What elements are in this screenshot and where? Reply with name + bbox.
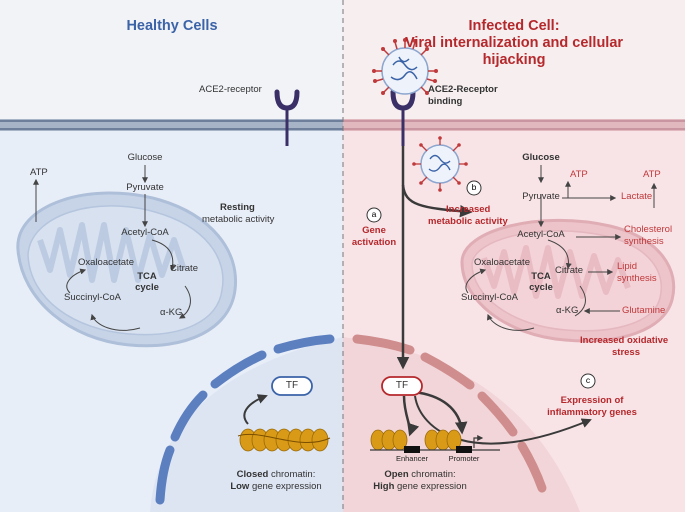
step-a-circle bbox=[366, 207, 382, 223]
healthy-atp: ATP bbox=[30, 167, 48, 178]
virus-particle-inside bbox=[412, 136, 468, 192]
dna-strand bbox=[370, 435, 500, 451]
infected-atp-2: ATP bbox=[643, 169, 661, 180]
resting-line1: Resting bbox=[220, 202, 255, 213]
healthy-succinyl-coa: Succinyl-CoA bbox=[64, 292, 122, 303]
healthy-glucose: Glucose bbox=[127, 152, 163, 163]
healthy-oxaloacetate: Oxaloacetate bbox=[78, 257, 134, 268]
healthy-title: Healthy Cells bbox=[126, 18, 218, 34]
infected-chromatin-line1: Open chromatin: bbox=[384, 469, 456, 480]
ace2-receptor-infected bbox=[390, 89, 416, 146]
healthy-akg: α-KG bbox=[160, 307, 183, 318]
infected-title-line1: Infected Cell: bbox=[468, 18, 560, 34]
infected-title-line2: Viral internalization and cellular bbox=[404, 35, 624, 51]
step-b-circle bbox=[466, 180, 482, 196]
infected-glutamine: Glutamine bbox=[622, 305, 666, 316]
healthy-pathway-arrows bbox=[33, 165, 191, 331]
infected-chromatin-line2: High gene expression bbox=[373, 481, 467, 492]
oxidative-stress-line2: stress bbox=[612, 347, 640, 358]
healthy-chromatin-line1: Closed chromatin: bbox=[236, 469, 316, 480]
healthy-tca-line1: TCA bbox=[137, 271, 157, 282]
healthy-tf-label: TF bbox=[285, 380, 299, 391]
expression-line1: Expression of bbox=[560, 395, 624, 406]
gene-activation-line2: activation bbox=[351, 237, 397, 248]
infected-citrate: Citrate bbox=[555, 265, 583, 276]
infected-glucose: Glucose bbox=[522, 152, 560, 163]
infected-tf-label: TF bbox=[395, 380, 409, 391]
infected-akg: α-KG bbox=[556, 305, 579, 316]
infected-tca-line2: cycle bbox=[529, 282, 553, 293]
mitochondrion-infected bbox=[460, 218, 676, 343]
infected-tca-line1: TCA bbox=[531, 271, 551, 282]
infected-pathway-arrows bbox=[465, 165, 657, 331]
binding-label-line2: binding bbox=[428, 96, 463, 107]
infected-pyruvate: Pyruvate bbox=[522, 191, 560, 202]
healthy-citrate: Citrate bbox=[170, 263, 198, 274]
lipid-line1: Lipid bbox=[617, 261, 638, 272]
tf-node-healthy bbox=[271, 376, 313, 396]
mitochondrion-healthy bbox=[16, 191, 238, 348]
infected-title-line3: hijacking bbox=[482, 52, 546, 68]
healthy-pyruvate: Pyruvate bbox=[126, 182, 164, 193]
membrane-healthy bbox=[0, 119, 343, 131]
increased-metabolic-line1: Increased bbox=[446, 204, 491, 215]
chromatin-closed bbox=[237, 428, 331, 452]
resting-line2: metabolic activity bbox=[202, 214, 275, 225]
gene-activation-line1: Gene bbox=[362, 225, 386, 236]
infected-lactate: Lactate bbox=[621, 191, 653, 202]
virus-particle-outside bbox=[372, 38, 438, 95]
step-a-label: a bbox=[371, 209, 377, 219]
signaling-arrows bbox=[243, 146, 592, 445]
enhancer-label: Enhancer bbox=[395, 454, 429, 463]
expression-line2: inflammatory genes bbox=[547, 407, 637, 418]
promoter-block bbox=[456, 446, 472, 453]
oxidative-stress-line1: Increased oxidative bbox=[580, 335, 669, 346]
healthy-tca-line2: cycle bbox=[135, 282, 159, 293]
infected-acetyl-coa: Acetyl-CoA bbox=[517, 229, 565, 240]
step-c-circle bbox=[580, 373, 596, 389]
binding-label-line1: ACE2-Receptor bbox=[428, 84, 498, 95]
promoter-label: Promoter bbox=[448, 454, 480, 463]
infected-succinyl-coa: Succinyl-CoA bbox=[461, 292, 519, 303]
infected-oxaloacetate: Oxaloacetate bbox=[474, 257, 530, 268]
cholesterol-line1: Cholesterol bbox=[624, 224, 673, 235]
healthy-acetyl-coa: Acetyl-CoA bbox=[121, 227, 169, 238]
tf-node-infected bbox=[381, 376, 423, 396]
step-b-label: b bbox=[471, 182, 477, 192]
lipid-line2: synthesis bbox=[617, 273, 657, 284]
ace2-receptor-label: ACE2-receptor bbox=[199, 84, 262, 95]
cholesterol-line2: synthesis bbox=[624, 236, 664, 247]
increased-metabolic-line2: metabolic activity bbox=[428, 216, 508, 227]
healthy-chromatin-line2: Low gene expression bbox=[230, 481, 322, 492]
ace2-receptor-healthy bbox=[274, 89, 300, 146]
enhancer-block bbox=[404, 446, 420, 453]
infected-atp-1: ATP bbox=[570, 169, 588, 180]
membrane-infected bbox=[343, 119, 685, 131]
step-c-label: c bbox=[585, 375, 591, 385]
